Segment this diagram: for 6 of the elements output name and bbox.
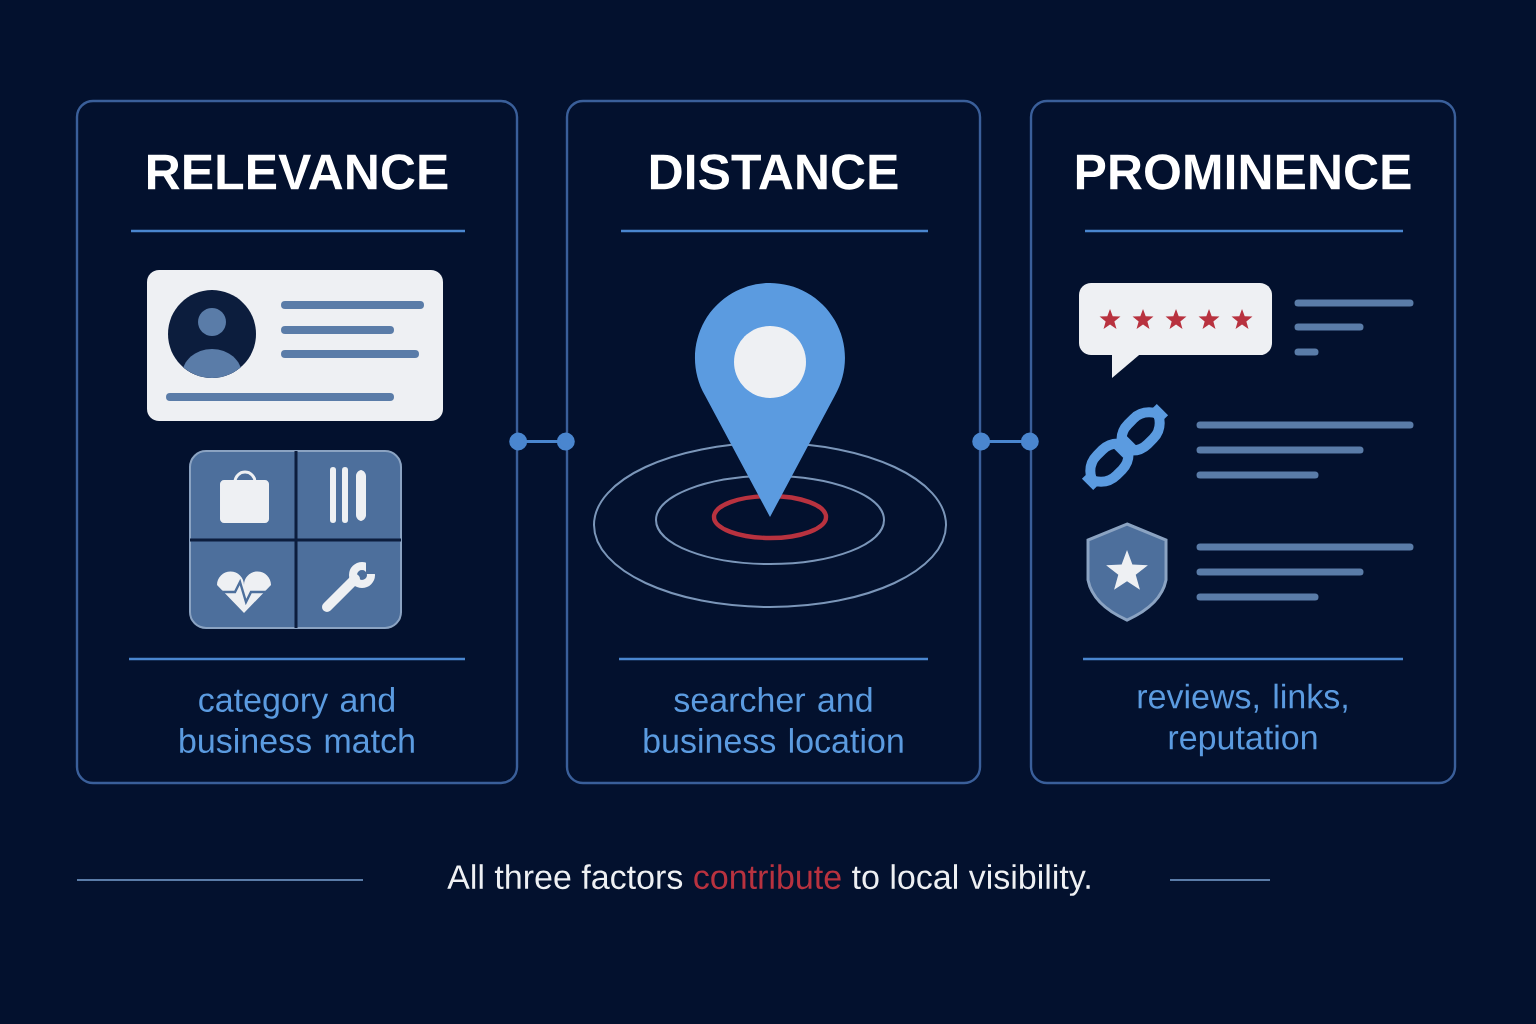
footer-text: All three factors contribute to local visibility.: [447, 864, 1090, 896]
factor-panel: RELEVANCE category and business match: [75, 99, 519, 785]
connector: [509, 432, 575, 451]
factor-panel: PROMINENCE reviews, links, reputation: [1029, 99, 1457, 785]
factor-panel: DISTANCE searcher and business location: [565, 99, 982, 785]
connector: [972, 432, 1039, 451]
